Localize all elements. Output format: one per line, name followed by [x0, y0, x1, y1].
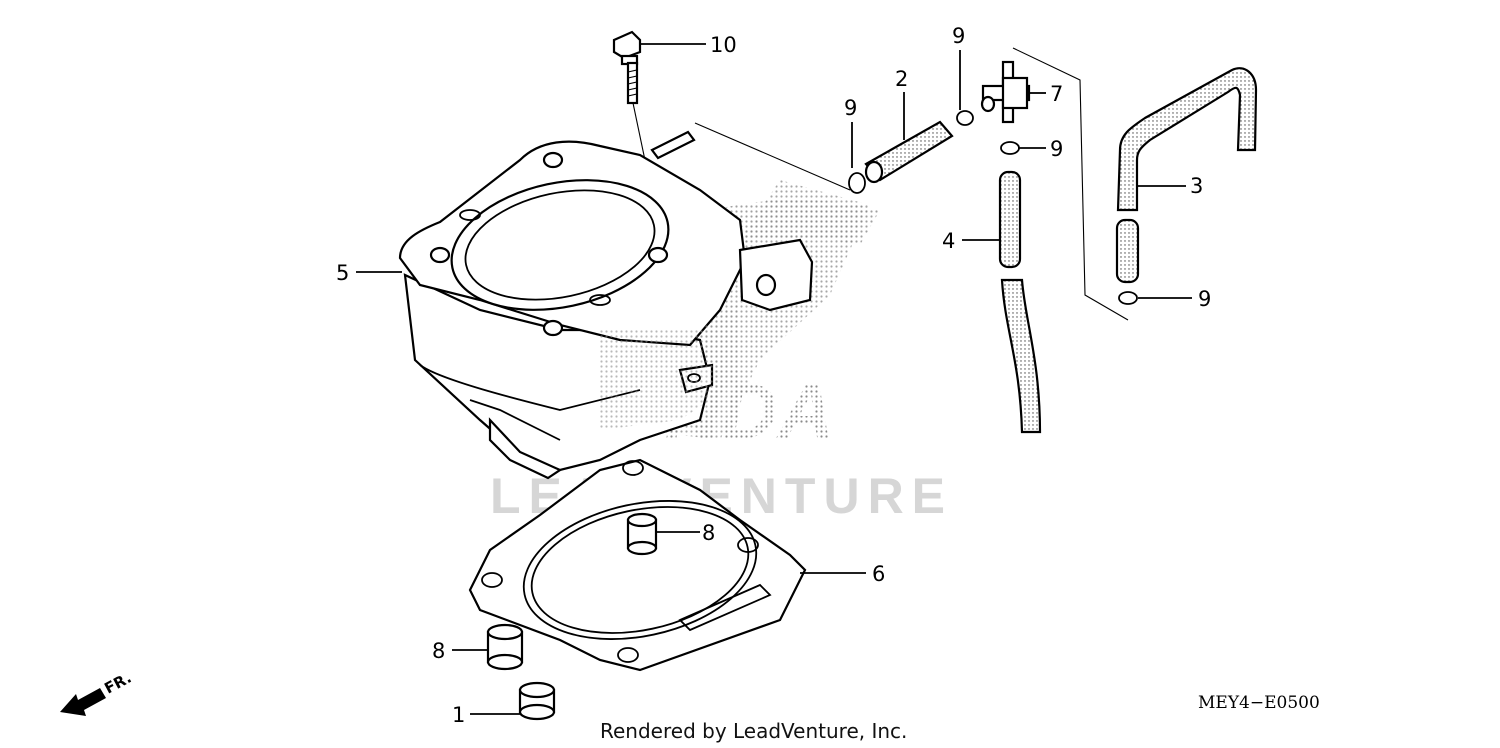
- part-8-dowel-b[interactable]: [486, 623, 524, 671]
- callout-7: 7: [1050, 82, 1063, 106]
- callout-9-c: 9: [1050, 137, 1063, 161]
- part-3-hose[interactable]: [1115, 67, 1258, 284]
- callout-1: 1: [452, 703, 465, 727]
- part-4-hose[interactable]: [998, 170, 1042, 434]
- part-8-dowel-a[interactable]: [626, 512, 658, 556]
- part-7-joint[interactable]: [980, 60, 1031, 124]
- callout-4: 4: [942, 229, 955, 253]
- callout-8-b: 8: [432, 639, 445, 663]
- callout-2: 2: [895, 67, 908, 91]
- callout-10: 10: [710, 33, 737, 57]
- leader-lines: [356, 43, 1192, 715]
- part-1-dowel[interactable]: [518, 681, 556, 721]
- front-label: FR.: [101, 669, 134, 698]
- callout-3: 3: [1190, 174, 1203, 198]
- callout-6: 6: [872, 562, 885, 586]
- callout-9-b: 9: [952, 24, 965, 48]
- front-arrow-icon: FR.: [60, 669, 134, 716]
- render-credit: Rendered by LeadVenture, Inc.: [600, 719, 907, 743]
- callout-9-d: 9: [1198, 287, 1211, 311]
- callout-9-a: 9: [844, 96, 857, 120]
- callout-5: 5: [336, 261, 349, 285]
- part-6-gasket[interactable]: [468, 458, 807, 672]
- part-9-clip-a[interactable]: [848, 172, 866, 194]
- part-2-hose[interactable]: [864, 120, 954, 184]
- part-9-clip-c[interactable]: [1000, 141, 1020, 155]
- diagram-code: MEY4−E0500: [1198, 693, 1320, 713]
- callout-labels: 10 9 2 9 7 9 3 4 9 5 8 6 8 1: [336, 24, 1211, 727]
- part-9-clip-d[interactable]: [1118, 291, 1138, 305]
- part-5-cylinder[interactable]: [398, 130, 814, 480]
- callout-8-a: 8: [702, 521, 715, 545]
- part-9-clip-b[interactable]: [956, 110, 974, 126]
